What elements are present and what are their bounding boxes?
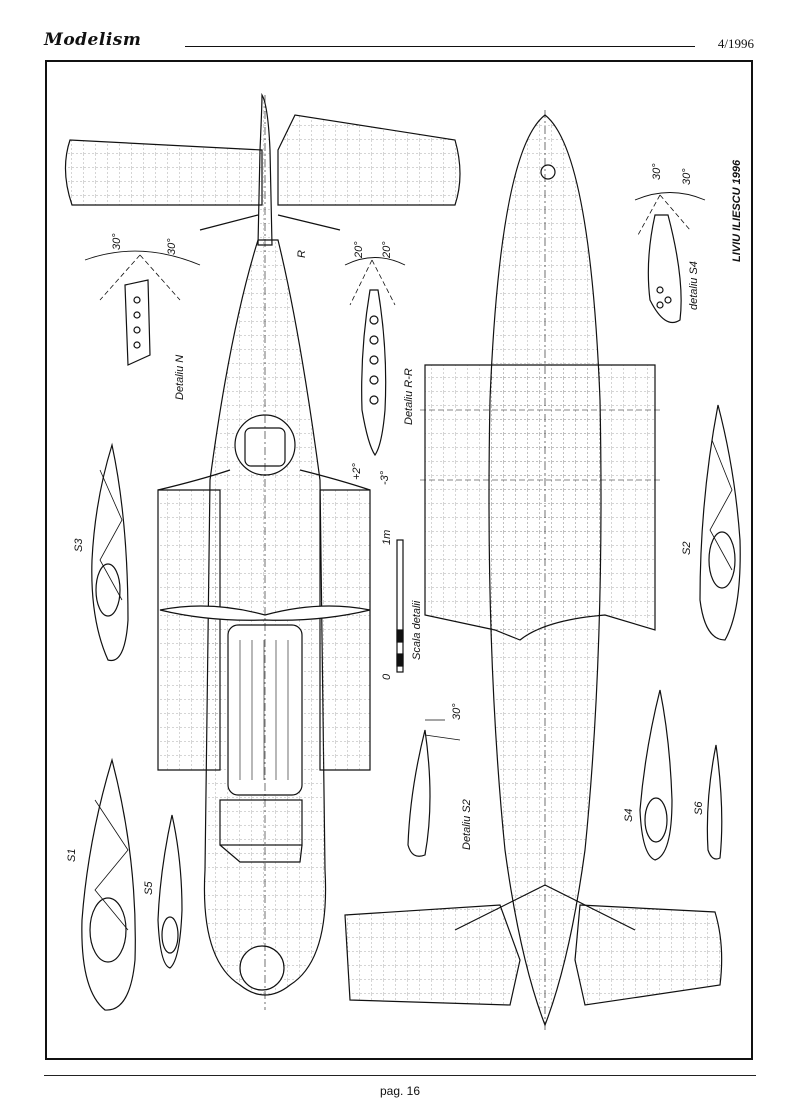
section-label-s4: S4 (623, 809, 635, 822)
footer-rule (44, 1075, 756, 1076)
section-s2-shape (699, 404, 741, 641)
propeller (159, 605, 371, 621)
right-tailplane (277, 114, 461, 206)
label-detail-s4: detaliu S4 (688, 261, 700, 310)
author-credit: LIVIU ILIESCU 1996 (731, 159, 743, 262)
header-rule (185, 46, 695, 47)
label-section-r: R (296, 250, 308, 258)
scale-one: 1m (381, 530, 393, 545)
section-s2-detail-shape (407, 729, 431, 857)
detail-rr-drawing (344, 257, 406, 457)
landing-gear (219, 799, 303, 846)
section-label-s5: S5 (143, 881, 155, 895)
scale-caption: Scala detalii (411, 600, 423, 660)
main-wing (157, 489, 221, 771)
section-s6-shape (706, 744, 723, 860)
section-s1-shape (81, 757, 136, 1011)
side-tailplane-right (574, 904, 723, 1006)
section-label-s2: S2 (681, 542, 693, 555)
side-tailplane (344, 904, 521, 1006)
issue-number: 4/1996 (717, 36, 754, 51)
angle-plus2: +2° (351, 462, 363, 480)
drawing-frame (45, 60, 753, 1060)
angle-20-a: 20° (353, 241, 365, 259)
angle-minus3: -3° (379, 470, 391, 485)
scale-bar (396, 539, 404, 673)
angle-30-s4a: 30° (651, 163, 663, 180)
label-detail-s2: Detaliu S2 (461, 799, 473, 850)
side-view (344, 110, 723, 1030)
section-s4-shape (639, 689, 673, 861)
nose-wheel (239, 945, 285, 991)
angle-30-b: 30° (166, 238, 178, 255)
section-s3-shape (91, 442, 129, 662)
left-tailplane (64, 139, 263, 206)
angle-30-s2: 30° (451, 703, 463, 720)
detail-s4-drawing (634, 192, 706, 324)
angle-30-s4b: 30° (681, 168, 693, 185)
label-detail-n: Detaliu N (174, 355, 186, 400)
angle-30-a: 30° (111, 233, 123, 250)
scale-zero: 0 (381, 673, 393, 680)
main-wing-right (319, 489, 371, 771)
section-label-s3: S3 (73, 538, 85, 552)
detail-n-drawing (84, 250, 201, 366)
label-detail-rr: Detaliu R-R (403, 368, 415, 425)
magazine-logo: Modelism (44, 30, 142, 50)
page-number: pag. 16 (379, 1084, 421, 1098)
section-label-s1: S1 (66, 849, 78, 862)
angle-20-b: 20° (381, 241, 393, 259)
section-s5-shape (157, 814, 183, 969)
top-view (64, 92, 461, 1010)
section-label-s6: S6 (693, 801, 705, 815)
